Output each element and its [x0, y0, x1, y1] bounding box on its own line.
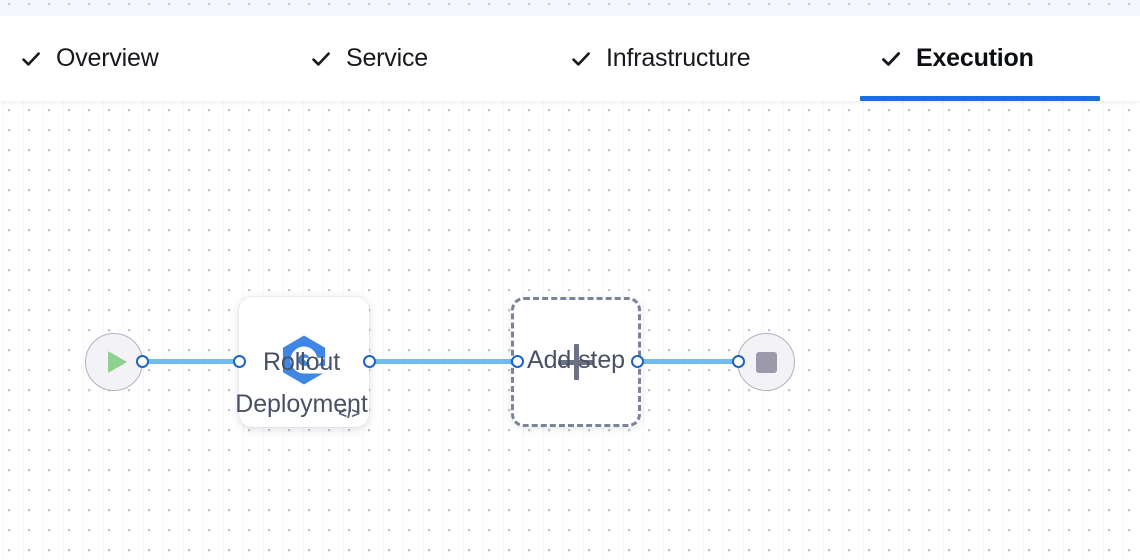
step-label-rollout-deployment: Rollout Deployment: [235, 348, 368, 418]
play-icon: [107, 351, 127, 373]
code-icon[interactable]: </>: [338, 405, 360, 422]
wizard-tabbar: Overview Service Infrastructure Executio…: [0, 16, 1140, 101]
harness-rollout-icon: [277, 333, 331, 392]
tab-active-underline: [860, 96, 1100, 101]
tab-overview[interactable]: Overview: [0, 16, 270, 101]
stop-icon: [755, 351, 777, 373]
port-rollout-out[interactable]: [363, 355, 376, 368]
tab-infrastructure[interactable]: Infrastructure: [550, 16, 840, 101]
edge-rollout-to-addstep: [369, 359, 517, 364]
tab-label: Execution: [916, 44, 1034, 72]
pipeline-end-node[interactable]: [737, 333, 795, 391]
port-end-in[interactable]: [732, 355, 745, 368]
port-addstep-in[interactable]: [511, 355, 524, 368]
pipeline-start-node[interactable]: [85, 333, 143, 391]
check-icon: [570, 48, 592, 70]
tab-label: Overview: [56, 44, 159, 72]
tab-label: Service: [346, 44, 428, 72]
tab-service[interactable]: Service: [290, 16, 515, 101]
port-addstep-out[interactable]: [631, 355, 644, 368]
check-icon: [310, 48, 332, 70]
port-rollout-in[interactable]: [233, 355, 246, 368]
step-node-rollout-deployment[interactable]: </>: [239, 297, 369, 427]
pipeline-canvas[interactable]: </> Rollout Deployment Add step: [0, 101, 1140, 560]
edge-start-to-rollout: [142, 359, 242, 364]
check-icon: [20, 48, 42, 70]
tab-label: Infrastructure: [606, 44, 751, 72]
add-step-label: Add step: [527, 346, 625, 374]
plus-icon: [558, 344, 594, 380]
port-start-out[interactable]: [136, 355, 149, 368]
check-icon: [880, 48, 902, 70]
edge-addstep-to-end: [637, 359, 738, 364]
tab-execution[interactable]: Execution: [860, 16, 1100, 101]
canvas-dotted-strip: [0, 0, 1140, 16]
